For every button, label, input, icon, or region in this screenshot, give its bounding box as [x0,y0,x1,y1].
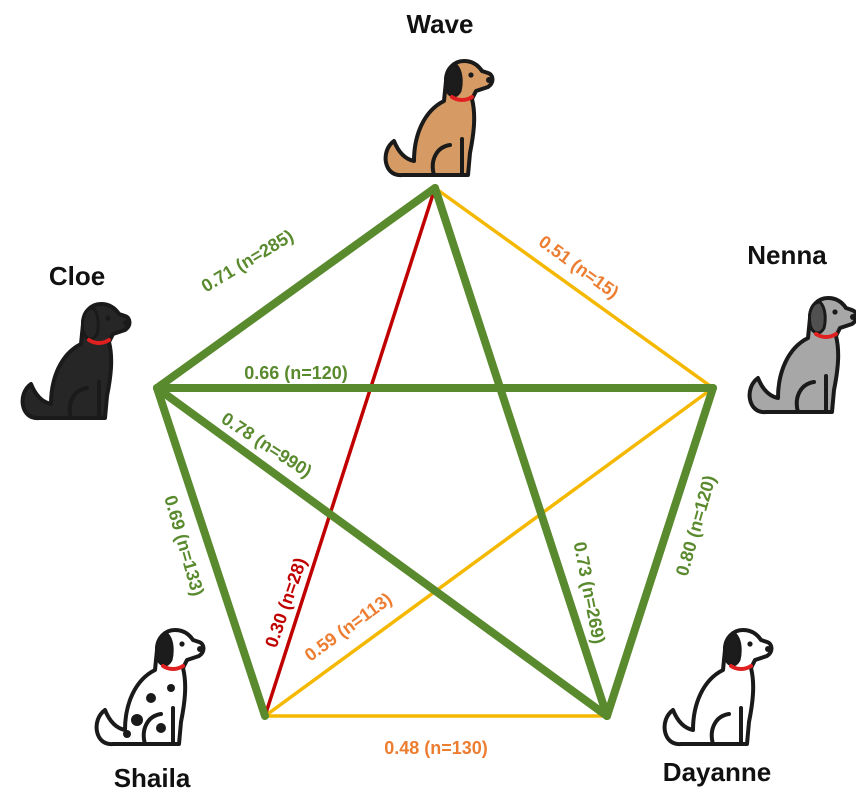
white-dog-icon [662,628,774,746]
edge-line-wave-nenna [433,186,715,390]
edge-line-cloe-dayanne [153,384,611,720]
node-name-nenna: Nenna [747,240,827,270]
edge-label-shaila-dayanne: 0.48 (n=130) [384,738,488,758]
edge-line-wave-cloe [153,184,439,392]
gray-dog-icon [747,296,856,414]
edge-line-cloe-shaila [153,384,269,720]
edge-lines [153,184,717,720]
node-name-cloe: Cloe [49,261,105,291]
tan-dog-icon [383,59,495,177]
dalmatian-dog-icon [94,628,206,746]
edge-labels: 0.71 (n=285)0.66 (n=120)0.78 (n=990)0.69… [160,226,719,758]
edge-line-nenna-dayanne [603,384,717,720]
edge-line-wave-dayanne [431,184,611,720]
node-labels: Wave Nenna Dayanne Shaila Cloe [49,9,827,791]
node-name-dayanne: Dayanne [663,757,771,787]
node-name-wave: Wave [407,9,474,39]
edge-line-nenna-shaila [263,386,715,718]
dog-icons [20,59,856,746]
edge-label-cloe-nenna: 0.66 (n=120) [244,363,348,383]
node-name-shaila: Shaila [114,763,191,791]
edge-line-wave-shaila [263,186,437,718]
edge-label-wave-cloe: 0.71 (n=285) [198,226,297,296]
black-dog-icon [20,302,132,420]
